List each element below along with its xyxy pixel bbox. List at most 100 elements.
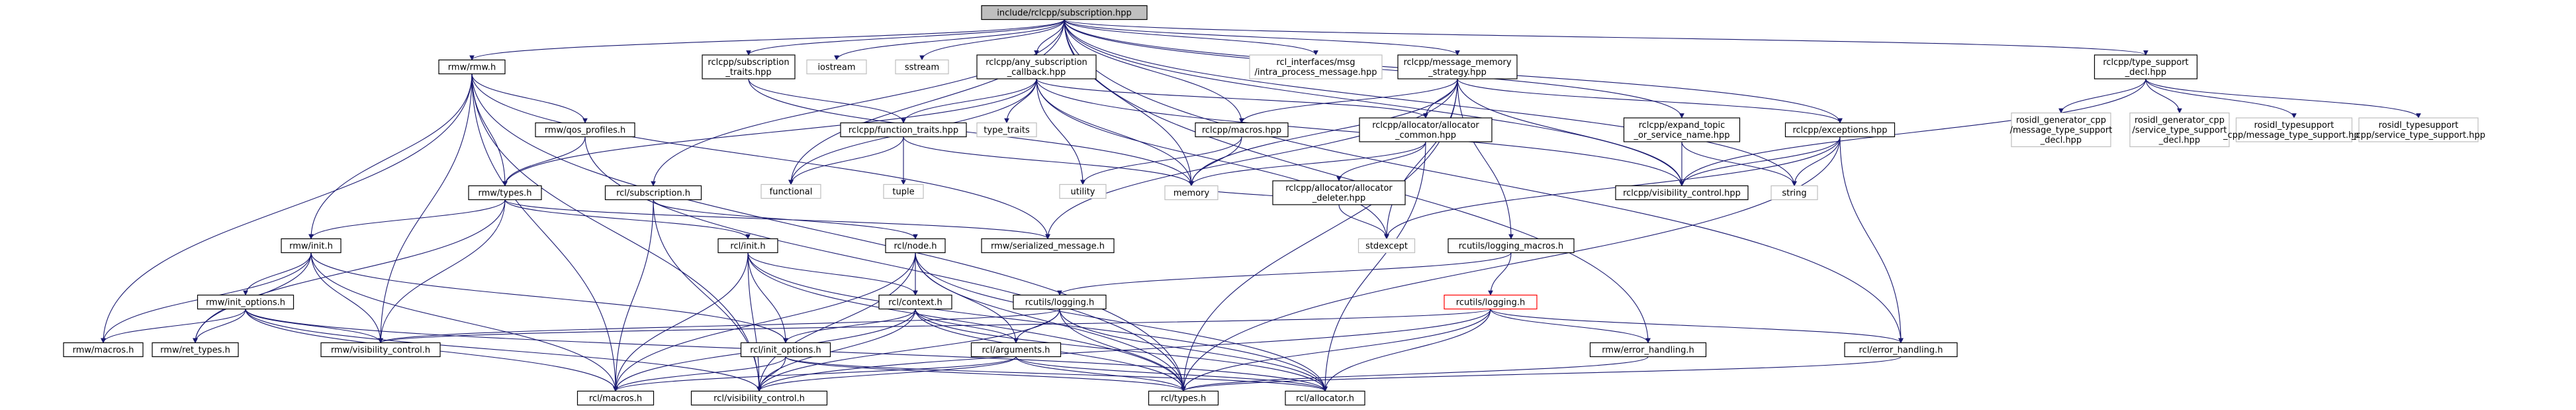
node-box [63, 342, 144, 358]
node-rcl_init_opts[interactable]: rcl/init_options.h [740, 342, 831, 358]
node-rmw_vis[interactable]: rmw/visibility_control.h [320, 342, 441, 358]
node-rmw_init_opts[interactable]: rmw/init_options.h [197, 294, 295, 310]
edge-rcl_init_opts-to-rcl_vis [757, 356, 786, 392]
node-label: iostream [817, 63, 855, 73]
node-box [2235, 117, 2353, 142]
node-qos_profiles[interactable]: rmw/qos_profiles.h [535, 122, 635, 138]
node-intra_msg: rcl_interfaces/msg/intra_process_message… [1249, 54, 1383, 79]
node-expand_topic[interactable]: rclcpp/expand_topic_or_service_name.hpp [1623, 117, 1741, 142]
node-rcutils_args[interactable]: rcl/arguments.h [970, 342, 1062, 358]
node-rmw_err[interactable]: rmw/error_handling.h [1589, 342, 1707, 358]
node-rcl_node[interactable]: rcl/node.h [885, 238, 946, 254]
edge-rmw_rmw_h-to-rcl_macros [471, 74, 618, 392]
node-functional: functional [760, 183, 821, 199]
node-box [152, 342, 239, 358]
nodes-layer: include/rclcpp/subscription.hpp rmw/rmw.h… [63, 5, 2485, 406]
edge-any_sub_cb-to-alloc_common [1036, 78, 1428, 119]
node-visibility_hpp[interactable]: rclcpp/visibility_control.hpp [1615, 185, 1749, 201]
edge-alloc_common-to-alloc_deleter [1336, 141, 1426, 181]
node-rcl_logging[interactable]: rcutils/logging.h [1444, 294, 1538, 310]
node-alloc_common[interactable]: rclcpp/allocator/allocator_common.hpp [1359, 117, 1493, 142]
node-label: _callback.hpp [1007, 68, 1066, 77]
edge-rmw_types-to-rcl_init [504, 199, 751, 240]
node-label: include/rclcpp/subscription.hpp [997, 9, 1132, 19]
edge-rmw_rmw_h-to-rcl_vis [471, 74, 762, 392]
node-box [1148, 390, 1219, 406]
node-rosidl_cpp_msg: rosidl_generator_cpp/message_type_suppor… [2010, 112, 2113, 148]
node-box [1285, 390, 1365, 406]
node-label: _deleter.hpp [1312, 193, 1365, 203]
node-root[interactable]: include/rclcpp/subscription.hpp [981, 5, 1148, 21]
node-rmw_ser_msg[interactable]: rmw/serialized_message.h [981, 238, 1115, 254]
edge-alloc_common-to-memory [1189, 141, 1426, 187]
edge-rcl_node-to-rcl_vis [757, 252, 916, 392]
node-box [281, 238, 342, 254]
node-box [2358, 117, 2479, 142]
node-sub_traits[interactable]: rclcpp/subscription_traits.hpp [702, 54, 796, 79]
node-rcl_subscription[interactable]: rcl/subscription.h [604, 185, 702, 201]
node-rcutils_logging[interactable]: rcutils/logging.h [1013, 294, 1107, 310]
node-any_sub_cb[interactable]: rclcpp/any_subscription_callback.hpp [976, 54, 1097, 79]
edge-rmw_err-to-rcl_types [1181, 356, 1649, 392]
node-rcl_alloc[interactable]: rcl/allocator.h [1285, 390, 1365, 406]
edge-exceptions-to-string [1792, 136, 1841, 187]
node-rmw_macros[interactable]: rmw/macros.h [63, 342, 144, 358]
node-label: functional [770, 187, 813, 197]
node-box [2093, 54, 2198, 79]
edge-rcl_context-to-rcl_vis [757, 309, 916, 392]
node-func_traits[interactable]: rclcpp/function_traits.hpp [840, 122, 967, 138]
node-rmw_rmw_h[interactable]: rmw/rmw.h [438, 59, 506, 75]
node-label: rclcpp/any_subscription [986, 58, 1087, 68]
edge-rcl_init-to-rcl_macros [613, 252, 749, 392]
node-rmw_init[interactable]: rmw/init.h [281, 238, 342, 254]
node-box [1623, 117, 1741, 142]
node-box [576, 390, 655, 406]
edge-rmw_init_opts-to-rmw_macros [101, 309, 246, 344]
edge-alloc_common-to-rcl_alloc [1322, 141, 1426, 392]
edge-rcl_context-to-rcl_init_opts [783, 309, 916, 344]
node-rcl_macros[interactable]: rcl/macros.h [576, 390, 655, 406]
node-box [1784, 122, 1896, 138]
node-box [878, 294, 952, 310]
node-log_macros[interactable]: rcutils/logging_macros.h [1448, 238, 1575, 254]
node-label: rosidl_typesupport [2254, 121, 2334, 130]
edge-msg_mem-to-rmw_ser_msg [1045, 78, 1458, 240]
edge-expand_topic-to-string [1681, 141, 1797, 187]
node-rcl_vis[interactable]: rcl/visibility_control.h [690, 390, 828, 406]
node-label: stdexcept [1365, 242, 1408, 252]
edge-rcutils_args-to-rcl_macros [613, 356, 1017, 392]
node-box [1448, 238, 1575, 254]
edge-root-to-rcl_subscription [651, 19, 1065, 187]
edge-rcutils_args-to-rcl_vis [757, 356, 1017, 392]
node-rmw_types[interactable]: rmw/types.h [468, 185, 542, 201]
edge-rcl_init_opts-to-rcl_types [785, 356, 1186, 392]
node-msg_mem[interactable]: rclcpp/message_memory_strategy.hpp [1397, 54, 1518, 79]
node-rcl_init[interactable]: rcl/init.h [717, 238, 778, 254]
node-label: rosidl_generator_cpp [2135, 116, 2225, 126]
node-label: rmw/types.h [479, 189, 532, 199]
node-rcl_types[interactable]: rcl/types.h [1148, 390, 1219, 406]
node-rcl_err[interactable]: rcl/error_handling.h [1844, 342, 1958, 358]
node-label: rclcpp/type_support [2103, 58, 2188, 68]
node-box [970, 342, 1062, 358]
node-label: rcl/context.h [888, 298, 943, 308]
node-exceptions[interactable]: rclcpp/exceptions.hpp [1784, 122, 1896, 138]
node-label: sstream [905, 63, 939, 73]
node-rcl_context[interactable]: rcl/context.h [878, 294, 952, 310]
node-label: rclcpp/exceptions.hpp [1792, 126, 1887, 136]
edge-exceptions-to-rcl_types [1181, 136, 1841, 392]
node-rmw_ret[interactable]: rmw/ret_types.h [152, 342, 239, 358]
edge-rmw_init-to-rmw_vis [310, 252, 383, 344]
node-box [2011, 112, 2111, 148]
node-tuple: tuple [883, 183, 924, 199]
node-label: /message_type_support [2010, 126, 2113, 136]
node-type_support[interactable]: rclcpp/type_support_decl.hpp [2093, 54, 2198, 79]
edge-sub_traits-to-func_traits [748, 78, 906, 124]
node-label: rcl/init_options.h [750, 346, 821, 356]
edge-rmw_rmw_h-to-rmw_types [471, 74, 508, 187]
node-macros_hpp[interactable]: rclcpp/macros.hpp [1195, 122, 1289, 138]
node-utility: utility [1059, 183, 1107, 199]
node-alloc_deleter[interactable]: rclcpp/allocator/allocator_deleter.hpp [1272, 180, 1406, 205]
edge-msg_mem-to-exceptions [1457, 78, 1843, 124]
